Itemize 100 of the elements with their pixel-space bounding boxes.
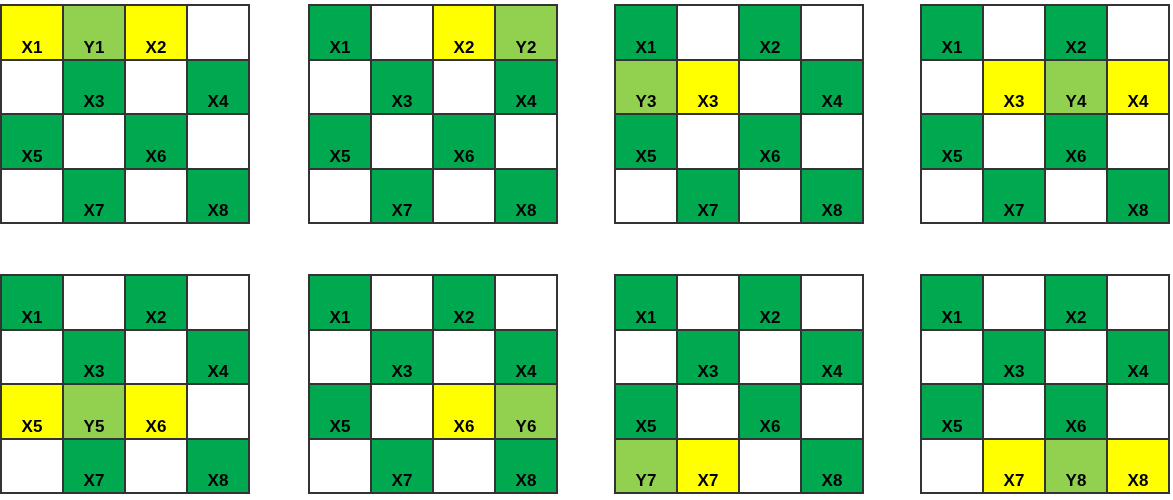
cell-label: X6 bbox=[1065, 147, 1087, 165]
grid-cell bbox=[188, 169, 250, 224]
cell-label: X1 bbox=[941, 308, 963, 326]
cell-label: X2 bbox=[145, 308, 167, 326]
grid-cell bbox=[2, 115, 64, 170]
grid-cell bbox=[188, 439, 250, 494]
grid-cell bbox=[496, 385, 558, 440]
cell-label: X6 bbox=[759, 417, 781, 435]
grid-cell bbox=[496, 439, 558, 494]
grid-cell bbox=[616, 60, 678, 115]
grid-cell bbox=[1046, 439, 1108, 494]
grid-cell bbox=[1046, 115, 1108, 170]
cell-label: X5 bbox=[21, 147, 43, 165]
grid-cell bbox=[434, 276, 496, 331]
cell-label: X6 bbox=[145, 417, 167, 435]
cell-label: X7 bbox=[697, 202, 719, 219]
cell-label: X4 bbox=[821, 93, 843, 110]
grid-cell bbox=[984, 439, 1046, 494]
grid-cell bbox=[984, 169, 1046, 224]
grid-board bbox=[614, 274, 864, 494]
cell-label: X7 bbox=[1003, 472, 1025, 489]
cell-label: X6 bbox=[453, 417, 475, 435]
grid-cell bbox=[372, 60, 434, 115]
grid-cell bbox=[984, 330, 1046, 385]
cell-label: X1 bbox=[329, 308, 351, 326]
grid-cell bbox=[372, 169, 434, 224]
cell-label: X8 bbox=[515, 472, 537, 489]
grid-cell bbox=[64, 6, 126, 61]
grid-board bbox=[0, 274, 250, 494]
grid-cell bbox=[922, 6, 984, 61]
grid-cell bbox=[740, 115, 802, 170]
cell-label: X1 bbox=[635, 38, 657, 56]
grid-cell bbox=[616, 439, 678, 494]
cell-label: X3 bbox=[83, 363, 105, 380]
cell-label: X7 bbox=[1003, 202, 1025, 219]
grid-cell bbox=[678, 60, 740, 115]
grid-cell bbox=[616, 276, 678, 331]
grid-cell bbox=[922, 276, 984, 331]
cell-label: X5 bbox=[21, 417, 43, 435]
grid-cell bbox=[64, 169, 126, 224]
grid-cell bbox=[126, 385, 188, 440]
cell-label: X2 bbox=[759, 308, 781, 326]
grid-board bbox=[308, 4, 558, 224]
grid-cell bbox=[496, 60, 558, 115]
grid-cell bbox=[310, 115, 372, 170]
cell-label: X5 bbox=[635, 417, 657, 435]
grid-cell bbox=[1046, 385, 1108, 440]
cell-label: X3 bbox=[391, 93, 413, 110]
grid-cell bbox=[434, 115, 496, 170]
cell-label: X4 bbox=[207, 93, 229, 110]
cell-label: X8 bbox=[515, 202, 537, 219]
grid-cell bbox=[1046, 276, 1108, 331]
grid-cell bbox=[678, 330, 740, 385]
grid-cell bbox=[496, 330, 558, 385]
cell-label: X2 bbox=[453, 38, 475, 56]
cell-label: X2 bbox=[759, 38, 781, 56]
grid-cell bbox=[802, 169, 864, 224]
grid-cell bbox=[1108, 439, 1170, 494]
grid-board bbox=[920, 4, 1170, 224]
cell-label: X2 bbox=[1065, 38, 1087, 56]
cell-label: X8 bbox=[821, 472, 843, 489]
cell-label: X7 bbox=[83, 202, 105, 219]
grid-cell bbox=[1108, 60, 1170, 115]
grid-cell bbox=[802, 330, 864, 385]
grid-cell bbox=[126, 115, 188, 170]
cell-label: X7 bbox=[391, 472, 413, 489]
cell-label: X4 bbox=[821, 363, 843, 380]
grid-cell bbox=[434, 385, 496, 440]
cell-label: Y1 bbox=[83, 38, 105, 56]
grid-cell bbox=[434, 6, 496, 61]
cell-label: X7 bbox=[83, 472, 105, 489]
cell-label: X5 bbox=[941, 417, 963, 435]
cell-label: X4 bbox=[1127, 363, 1149, 380]
grid-board bbox=[308, 274, 558, 494]
cell-label: X2 bbox=[1065, 308, 1087, 326]
cell-label: X8 bbox=[1127, 202, 1149, 219]
grid-cell bbox=[740, 276, 802, 331]
grid-cell bbox=[2, 6, 64, 61]
grid-cell bbox=[310, 385, 372, 440]
grid-cell bbox=[1108, 169, 1170, 224]
cell-label: X3 bbox=[83, 93, 105, 110]
cell-label: X3 bbox=[697, 363, 719, 380]
cell-label: X1 bbox=[21, 308, 43, 326]
grid-board bbox=[614, 4, 864, 224]
cell-label: X5 bbox=[329, 147, 351, 165]
cell-label: X6 bbox=[759, 147, 781, 165]
grid-cell bbox=[740, 6, 802, 61]
cell-label: X1 bbox=[21, 38, 43, 56]
grid-board bbox=[0, 4, 250, 224]
grid-cell bbox=[678, 169, 740, 224]
grid-cell bbox=[126, 276, 188, 331]
grid-cell bbox=[802, 60, 864, 115]
cell-label: X4 bbox=[1127, 93, 1149, 110]
grid-cell bbox=[372, 330, 434, 385]
grid-cell bbox=[310, 6, 372, 61]
cell-label: X3 bbox=[1003, 93, 1025, 110]
cell-label: Y6 bbox=[515, 417, 537, 435]
cell-label: X8 bbox=[207, 472, 229, 489]
cell-label: X7 bbox=[697, 472, 719, 489]
grid-cell bbox=[740, 385, 802, 440]
